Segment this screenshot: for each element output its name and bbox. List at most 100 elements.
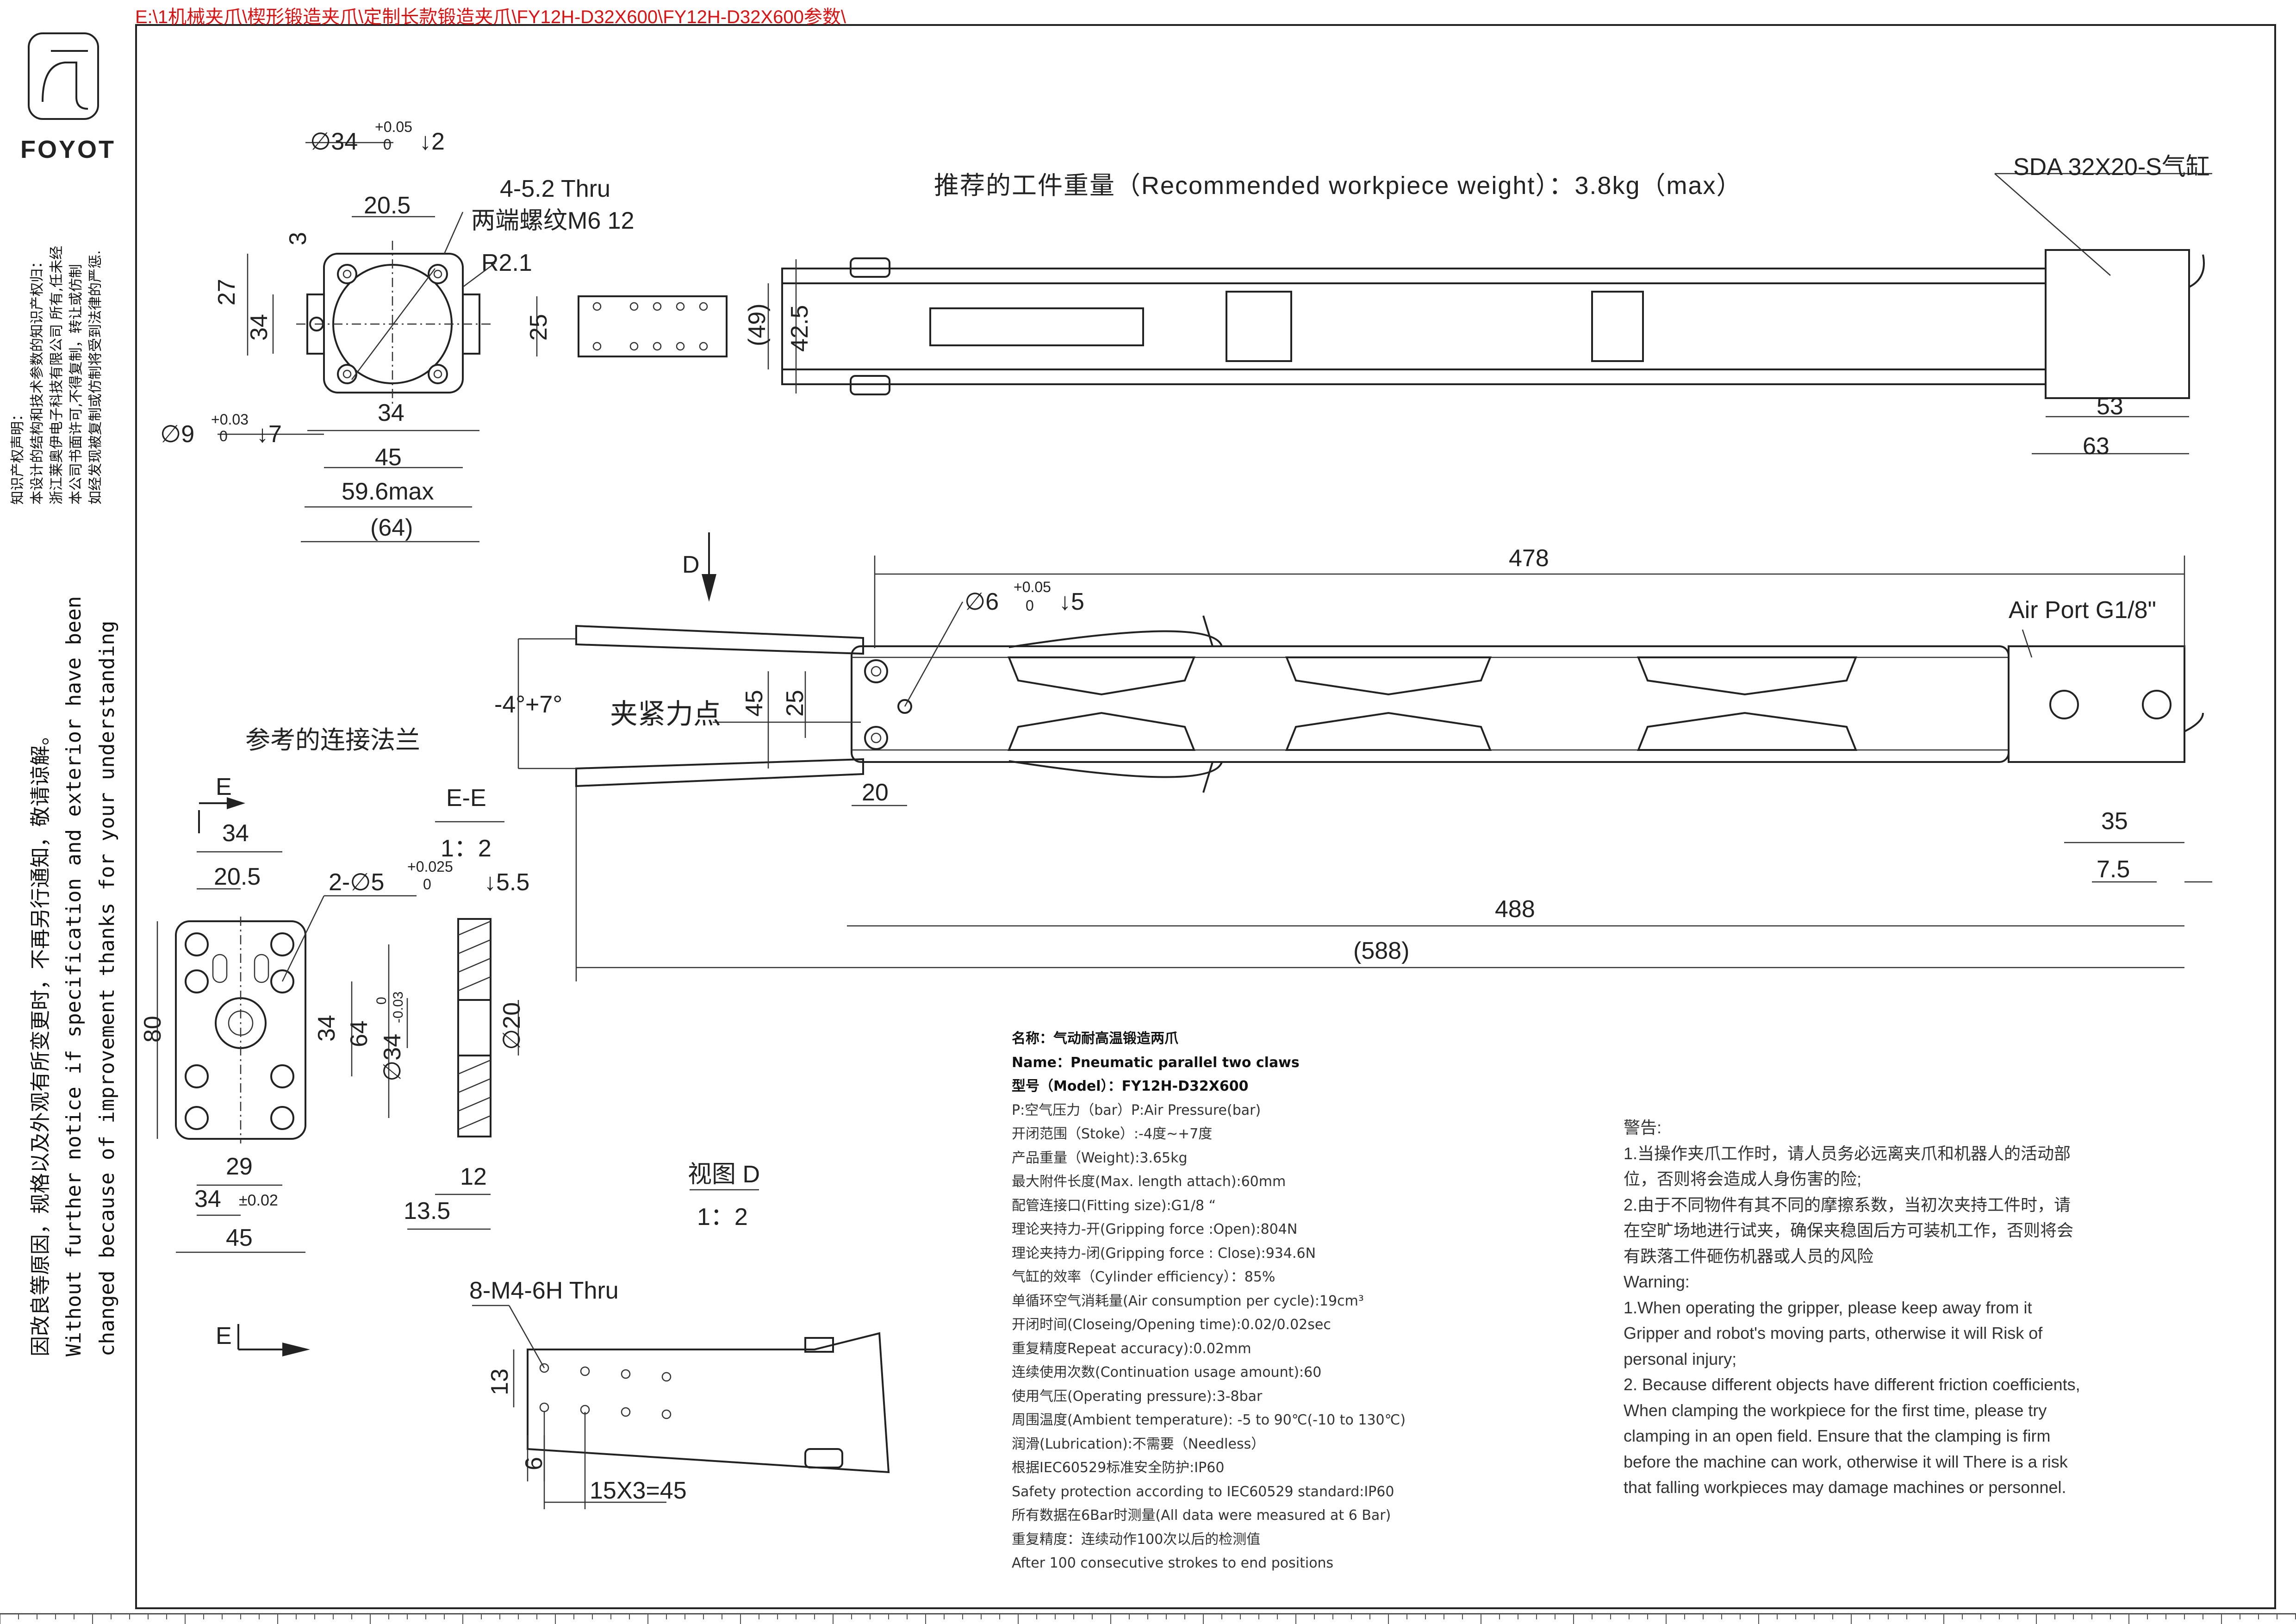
change-notice-line: Without further notice if specification …	[62, 596, 86, 1356]
warning-line: 警告:	[1624, 1118, 1662, 1137]
top-dim-25: 25	[525, 314, 552, 341]
front-dim-34-h: 34	[378, 400, 404, 426]
front-dim-64: (64)	[370, 514, 413, 541]
front-dim-45: 45	[375, 444, 402, 471]
side-dim-7-5: 7.5	[2097, 856, 2130, 883]
flange-dim-34-b-tol: ±0.02	[239, 1192, 278, 1209]
flange-holes-depth: ↓5.5	[484, 869, 530, 896]
drawing-frame	[135, 24, 2276, 1609]
side-view-dimensions	[517, 556, 2212, 981]
spec-line: 开闭时间(Closeing/Opening time):0.02/0.02sec	[1012, 1317, 1331, 1333]
spec-line: 理论夹持力-开(Gripping force :Open):804N	[1012, 1221, 1298, 1237]
view-d-label: 视图 D	[688, 1161, 760, 1188]
flange-dim-45: 45	[226, 1224, 253, 1251]
air-port-label: Air Port G1/8"	[2009, 597, 2157, 624]
section-marker-bottom: E	[216, 1323, 232, 1349]
flange-dim-34: 34	[222, 820, 249, 847]
side-dim-25: 25	[782, 690, 809, 717]
ip-notice-line: 浙江莱奥伊电子科技有限公司 所有,任未经	[49, 245, 65, 505]
spec-line: 根据IEC60529标准安全防护:IP60	[1012, 1460, 1225, 1476]
spec-line: 使用气压(Operating pressure):3-8bar	[1012, 1388, 1263, 1405]
front-radius: R2.1	[481, 250, 532, 276]
flange-dim-13-5: 13.5	[404, 1198, 451, 1224]
section-label: E-E	[446, 785, 486, 812]
flange-body	[175, 917, 306, 1143]
ip-notice-line: 本设计的结构和技术参数的知识产权归：	[29, 255, 45, 505]
flange-bore-tol-lower: -0.03	[391, 991, 406, 1023]
flange-dim-34-v: 34	[313, 1015, 340, 1042]
front-bore-dim: ∅34	[310, 128, 358, 155]
view-d-scale: 1：2	[697, 1204, 748, 1230]
clamp-point-label: 夹紧力点	[610, 699, 721, 730]
spec-line: 润滑(Lubrication):不需要（Needless）	[1012, 1436, 1265, 1452]
side-dim-588: (588)	[1353, 937, 1410, 964]
view-d-dim-6: 6	[521, 1457, 548, 1470]
front-view-dimensions	[218, 142, 496, 543]
warning-line: 2. Because different objects have differ…	[1624, 1375, 2080, 1497]
flange-bore-dim: ∅34	[379, 1033, 406, 1081]
flange-holes-callout: 2-∅5	[329, 869, 385, 896]
front-thread-callout: 两端螺纹M6 12	[471, 207, 635, 234]
front-dim-34-v: 34	[246, 314, 273, 341]
section-marker-top: E	[216, 774, 232, 800]
flange-dim-34-b: 34	[194, 1186, 221, 1212]
spec-line: 重复精度Repeat accuracy):0.02mm	[1012, 1340, 1251, 1357]
change-notice-line: changed because of improvement thanks fo…	[95, 620, 119, 1356]
side-dim-488: 488	[1495, 896, 1535, 923]
opening-angle: -4°+7°	[494, 691, 563, 718]
front-view-body	[296, 241, 491, 407]
front-dim-27: 27	[213, 279, 240, 306]
flange-dim-12: 12	[460, 1163, 487, 1190]
spec-line: 产品重量（Weight):3.65kg	[1012, 1149, 1188, 1166]
recommended-weight-title: 推荐的工件重量（Recommended workpiece weight）：3.…	[934, 172, 1742, 200]
side-dim-478: 478	[1509, 545, 1549, 572]
flange-label: 参考的连接法兰	[245, 726, 420, 754]
file-path: E:\1机械夹爪\楔形锻造夹爪\定制长款锻造夹爪\FY12H-D32X600\F…	[135, 7, 846, 27]
flange-dim-20-5: 20.5	[214, 863, 261, 890]
flange-dim-80: 80	[139, 1016, 166, 1043]
view-d-arrow	[702, 532, 716, 602]
side-dim-45: 45	[741, 690, 768, 717]
side-hole-dim: ∅6	[964, 588, 999, 615]
top-dim-63: 63	[2083, 433, 2109, 460]
top-view-dimensions	[536, 173, 2212, 455]
cylinder-label: SDA 32X20-S气缸	[2013, 154, 2210, 181]
flange-holes-tol-upper: +0.025	[407, 858, 453, 875]
front-pin-tol-lower: 0	[219, 428, 228, 444]
side-hole-tol-lower: 0	[1026, 597, 1034, 614]
spec-line: 最大附件长度(Max. length attach):60mm	[1012, 1174, 1286, 1190]
spec-line: 重复精度：连续动作100次以后的检测值	[1012, 1531, 1261, 1548]
spec-line: 气缸的效率（Cylinder efficiency）：85%	[1012, 1269, 1276, 1285]
flange-bore-tol-upper: 0	[374, 997, 389, 1005]
ip-notice-line: 本公司书面许可,不得复制，转让或仿制	[68, 264, 84, 505]
view-d-marker: D	[682, 551, 700, 578]
front-dim-59-6: 59.6max	[342, 478, 434, 505]
spec-line: P:空气压力（bar）P:Air Pressure(bar)	[1012, 1102, 1261, 1118]
side-view-body	[575, 615, 2204, 793]
spec-line: 型号（Model）：FY12H-D32X600	[1012, 1078, 1249, 1094]
front-pin-tol-upper: +0.03	[211, 411, 249, 428]
brand-logo-text: FOYOT	[20, 136, 116, 163]
ip-notice-line: 知识产权声明：	[10, 407, 26, 505]
change-notice: 因改良等原因，规格以及外观有所变更时，不再另行通知，敬请谅解。 Without …	[24, 596, 124, 1356]
ruler-ticks	[0, 1614, 2296, 1624]
warning-line: Warning:	[1624, 1272, 1690, 1291]
front-pin-depth: ↓7	[256, 421, 282, 448]
side-dim-20: 20	[862, 779, 889, 806]
side-hole-depth: ↓5	[1059, 588, 1084, 615]
change-notice-line: 因改良等原因，规格以及外观有所变更时，不再另行通知，敬请谅解。	[29, 725, 52, 1356]
spec-line: Safety protection according to IEC60529 …	[1012, 1483, 1394, 1500]
spec-line: After 100 consecutive strokes to end pos…	[1012, 1555, 1334, 1571]
top-dim-49: (49)	[744, 303, 771, 346]
view-d-dim-15x3: 15X3=45	[590, 1477, 687, 1504]
front-bore-depth: ↓2	[419, 128, 445, 155]
front-holes-callout: 4-5.2 Thru	[500, 175, 610, 202]
spec-line: 名称：气动耐高温锻造两爪	[1012, 1031, 1178, 1047]
section-scale: 1：2	[441, 835, 492, 862]
spec-line: 配管连接口(Fitting size):G1/8 “	[1012, 1197, 1216, 1214]
spec-line: Name：Pneumatic parallel two claws	[1012, 1054, 1300, 1071]
spec-line: 所有数据在6Bar时测量(All data were measured at 6…	[1012, 1507, 1391, 1524]
flange-section	[457, 918, 492, 1137]
spec-line: 连续使用次数(Continuation usage amount):60	[1012, 1364, 1322, 1380]
